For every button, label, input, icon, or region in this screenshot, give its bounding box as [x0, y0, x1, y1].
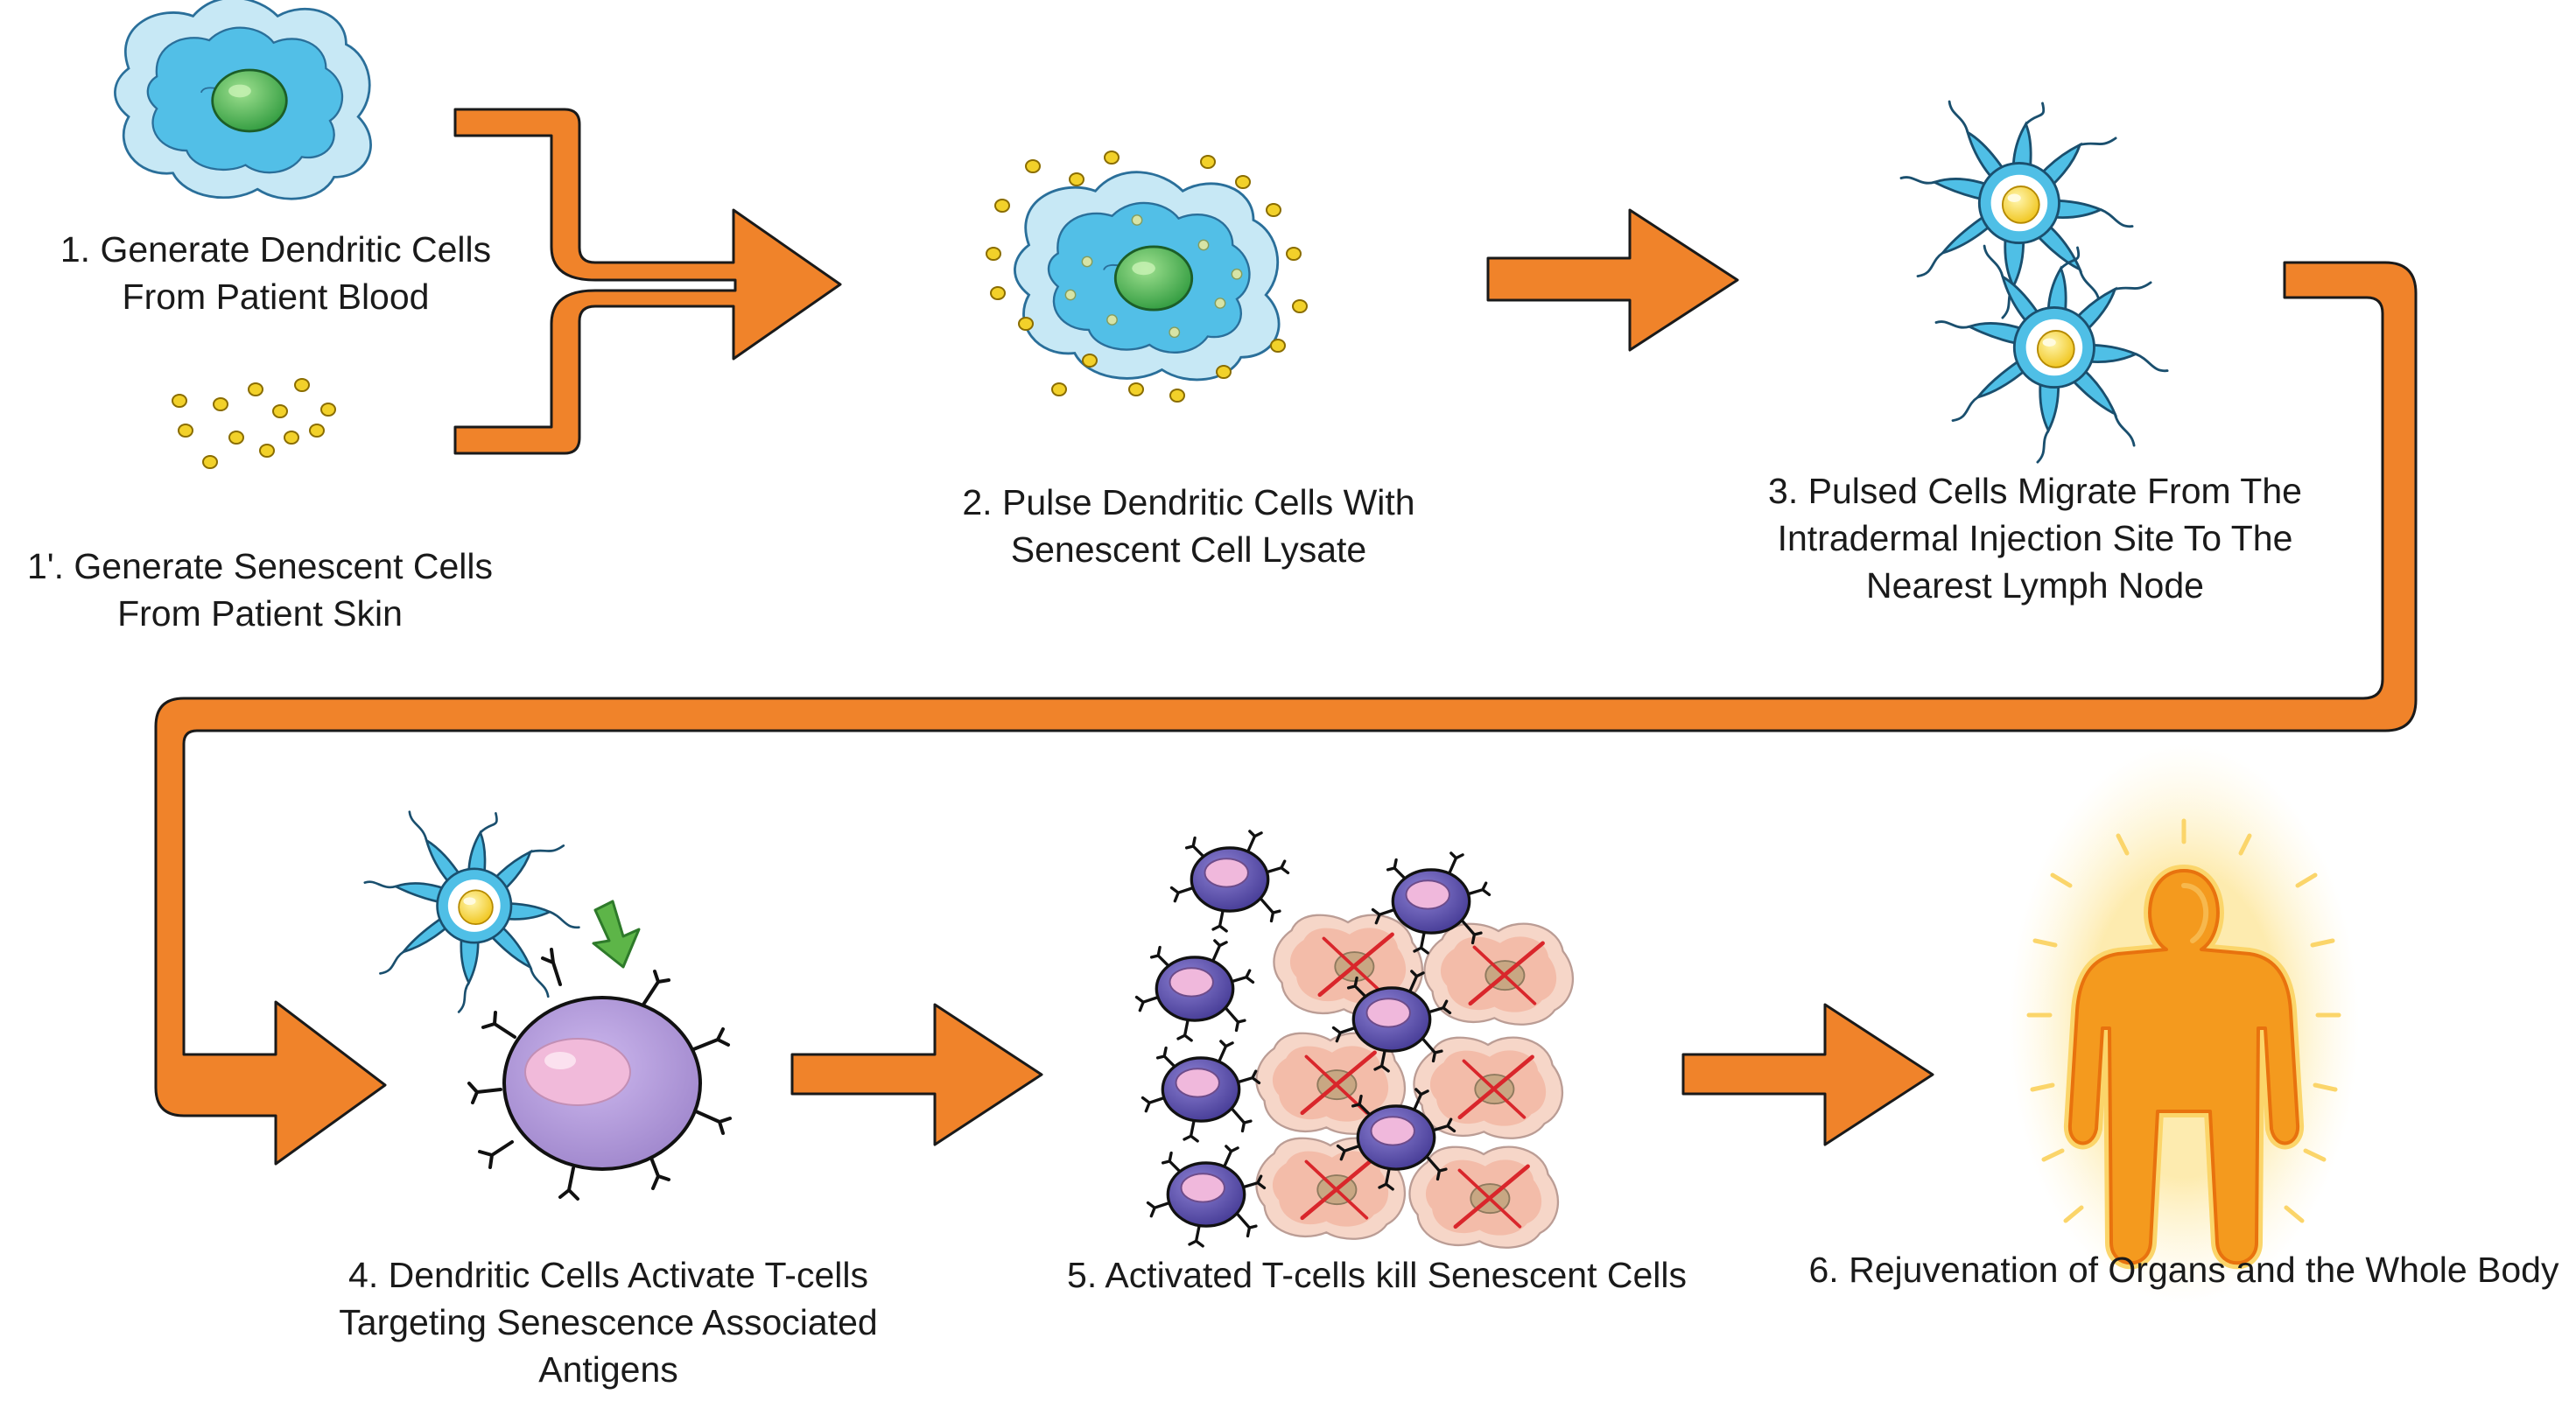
step-2-line-1: 2. Pulse Dendritic Cells With	[962, 482, 1415, 522]
senescent-cell-icon	[1256, 915, 1573, 1248]
step-3-line-2: Intradermal Injection Site To The	[1777, 518, 2293, 558]
step-1b-caption: 1'. Generate Senescent Cells From Patien…	[27, 543, 493, 637]
step-5-caption: 5. Activated T-cells kill Senescent Cell…	[1067, 1251, 1687, 1299]
step-3-line-3: Nearest Lymph Node	[1866, 565, 2204, 606]
dendritic-cell-icon	[114, 0, 372, 200]
step-1b-line-1: 1'. Generate Senescent Cells	[26, 546, 494, 586]
step-6-caption: 6. Rejuvenation of Organs and the Whole …	[1809, 1246, 2559, 1293]
step-4-caption: 4. Dendritic Cells Activate T-cells Targ…	[339, 1251, 877, 1393]
green-arrow-icon	[592, 900, 641, 969]
arrow-2-to-3	[1486, 208, 1739, 352]
step-1-caption: 1. Generate Dendritic Cells From Patient…	[60, 226, 491, 320]
step-4-line-3: Antigens	[538, 1349, 678, 1390]
step-3-line-1: 3. Pulsed Cells Migrate From The	[1768, 471, 2302, 511]
antigen-particles-icon	[172, 378, 336, 469]
step-2-line-2: Senescent Cell Lysate	[1010, 529, 1367, 570]
human-body-icon	[2009, 744, 2359, 1304]
step-2-caption: 2. Pulse Dendritic Cells With Senescent …	[962, 479, 1414, 573]
migrating-dendritic-cell-icon	[1899, 100, 2169, 464]
t-cell-icon	[363, 810, 732, 1201]
step-1-line-1: 1. Generate Dendritic Cells	[60, 229, 492, 270]
step-6-line-1: 6. Rejuvenation of Organs and the Whole …	[1808, 1250, 2559, 1290]
step-4-line-2: Targeting Senescence Associated	[339, 1302, 878, 1342]
merge-arrow	[453, 108, 842, 455]
step-1b-line-2: From Patient Skin	[117, 593, 403, 634]
arrow-3-to-4-loop	[154, 261, 2418, 1166]
step-3-caption: 3. Pulsed Cells Migrate From The Intrade…	[1768, 467, 2302, 609]
step-5-line-1: 5. Activated T-cells kill Senescent Cell…	[1067, 1255, 1687, 1295]
step-4-line-1: 4. Dendritic Cells Activate T-cells	[348, 1255, 868, 1295]
arrow-5-to-6	[1681, 1003, 1934, 1146]
arrow-4-to-5	[790, 1003, 1043, 1146]
pulsed-dendritic-cell-icon	[986, 151, 1308, 403]
step-1-line-2: From Patient Blood	[122, 277, 430, 317]
